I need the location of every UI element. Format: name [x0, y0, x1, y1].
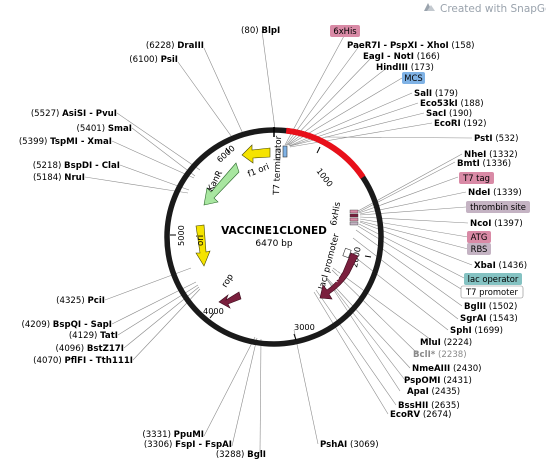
plasmid-length: 6470 bp	[255, 239, 292, 249]
site-blpi: (80) BlpI	[241, 26, 280, 36]
site-draiii: (6228) DraIII	[146, 41, 204, 51]
ori-label: ori	[196, 235, 206, 246]
tick-1000: 1000	[314, 166, 335, 189]
site-psti: PstI (532)	[474, 134, 518, 144]
tick-3000: 3000	[294, 322, 315, 332]
svg-text:thrombin site: thrombin site	[470, 202, 526, 212]
feature-box-lac-operator: lac operator	[464, 273, 522, 285]
site-xbai: XbaI (1436)	[474, 261, 527, 271]
ori-arrow	[195, 224, 211, 267]
site-mlui: MluI (2224)	[420, 338, 472, 348]
plasmid-name: VACCINE1CLONED	[221, 225, 327, 237]
svg-text:T7 promoter: T7 promoter	[465, 287, 519, 297]
site-pspomi: PspOMI (2431)	[404, 376, 472, 386]
svg-text:T7 tag: T7 tag	[462, 173, 490, 183]
site-saci: SacI (190)	[426, 109, 472, 119]
site-sgrai: SgrAI (1543)	[460, 314, 518, 324]
tick-4000: 4000	[203, 306, 224, 316]
site-bspdi-clai: (5218) BspDI - ClaI	[33, 161, 120, 171]
site-bglii: BglII (1502)	[464, 302, 517, 312]
f1-ori-label: f1 ori	[246, 162, 271, 180]
svg-text:RBS: RBS	[471, 244, 488, 254]
site-bgli: (3288) BglI	[216, 450, 266, 459]
site-nhei: NheI (1332)	[464, 150, 518, 160]
rop-label: rop	[220, 272, 236, 289]
site-nmeaiii: NmeAIII (2430)	[412, 364, 482, 374]
feature-box-rbs: RBS	[467, 243, 491, 255]
site-ndei: NdeI (1339)	[468, 188, 522, 198]
t7-terminator-block	[275, 148, 281, 160]
site-pflfi-tth111i: (4070) PflFI - Tth111I	[33, 356, 133, 366]
site-eco53ki: Eco53kI (188)	[420, 99, 484, 109]
site-tati: (4129) TatI	[69, 331, 118, 341]
t7-terminator-label: T7 terminator	[272, 135, 284, 196]
right-site-labels: (80) BlpI PaeR7I - PspXI - XhoI (158) Ea…	[241, 26, 527, 450]
site-smai: (5401) SmaI	[77, 124, 132, 134]
feature-box-t7-tag: T7 tag	[459, 172, 494, 184]
feature-box-thrombin-site: thrombin site	[466, 201, 530, 213]
t7-terminator-block-2	[282, 145, 288, 158]
f1-ori-arrow	[241, 144, 271, 164]
site-sali: SalI (179)	[414, 89, 458, 99]
site-ecori: EcoRI (192)	[434, 119, 487, 129]
svg-text:6xHis: 6xHis	[333, 26, 356, 36]
svg-text:MCS: MCS	[404, 73, 422, 83]
expression-feature-stack	[349, 209, 359, 226]
site-bspqi-sapi: (4209) BspQI - SapI	[21, 320, 112, 330]
site-sphi: SphI (1699)	[450, 326, 503, 336]
tick-5000: 5000	[176, 225, 186, 246]
site-ncoi: NcoI (1397)	[470, 219, 523, 229]
feature-box-t7-promoter: T7 promoter	[460, 285, 524, 299]
site-tspmi-xmai: (5399) TspMI - XmaI	[19, 137, 112, 147]
kanr-arrow	[203, 162, 240, 206]
laci-arrow	[319, 252, 359, 300]
site-bstz17i: (4096) BstZ17I	[56, 344, 124, 354]
site-paer7i-pspxi-xhoi: PaeR7I - PspXI - XhoI (158)	[347, 41, 475, 51]
snapgene-logo-icon	[424, 3, 435, 11]
svg-text:lac operator: lac operator	[468, 274, 519, 284]
rop-arrow	[218, 291, 242, 309]
site-eagi-noti: EagI - NotI (166)	[363, 52, 440, 62]
svg-text:ATG: ATG	[471, 232, 488, 242]
feature-box-atg: ATG	[467, 231, 491, 243]
tick-marks	[170, 146, 372, 341]
insert-arc	[285, 127, 366, 179]
brand-text: Created with SnapGene®	[440, 3, 546, 15]
site-nrui: (5184) NruI	[33, 173, 85, 183]
site-bcli: BclI* (2238)	[413, 350, 467, 360]
site-bsshii: BssHII (2635)	[398, 401, 460, 411]
sixhis-inner-label: 6xHis	[329, 201, 343, 227]
feature-box-sixhis: 6xHis	[330, 25, 360, 37]
site-fspi-fspai: (3306) FspI - FspAI	[144, 440, 232, 450]
site-pshai: PshAI (3069)	[320, 440, 379, 450]
feature-box-mcs: MCS	[402, 72, 425, 84]
site-ecorv: EcoRV (2674)	[390, 410, 451, 420]
left-site-labels: (6228) DraIII (6100) PsiI (5527) AsiSI -…	[19, 41, 266, 459]
site-psii: (6100) PsiI	[129, 55, 178, 65]
site-hindiii: HindIII (173)	[376, 63, 434, 73]
site-bmti: BmtI (1336)	[457, 159, 511, 169]
site-apai: ApaI (2435)	[407, 387, 460, 397]
site-pcii: (4325) PciI	[56, 296, 105, 306]
laci-promoter-box	[342, 247, 352, 259]
site-ppumi: (3331) PpuMI	[142, 430, 204, 440]
site-asisi-pvui: (5527) AsiSI - PvuI	[31, 109, 117, 119]
